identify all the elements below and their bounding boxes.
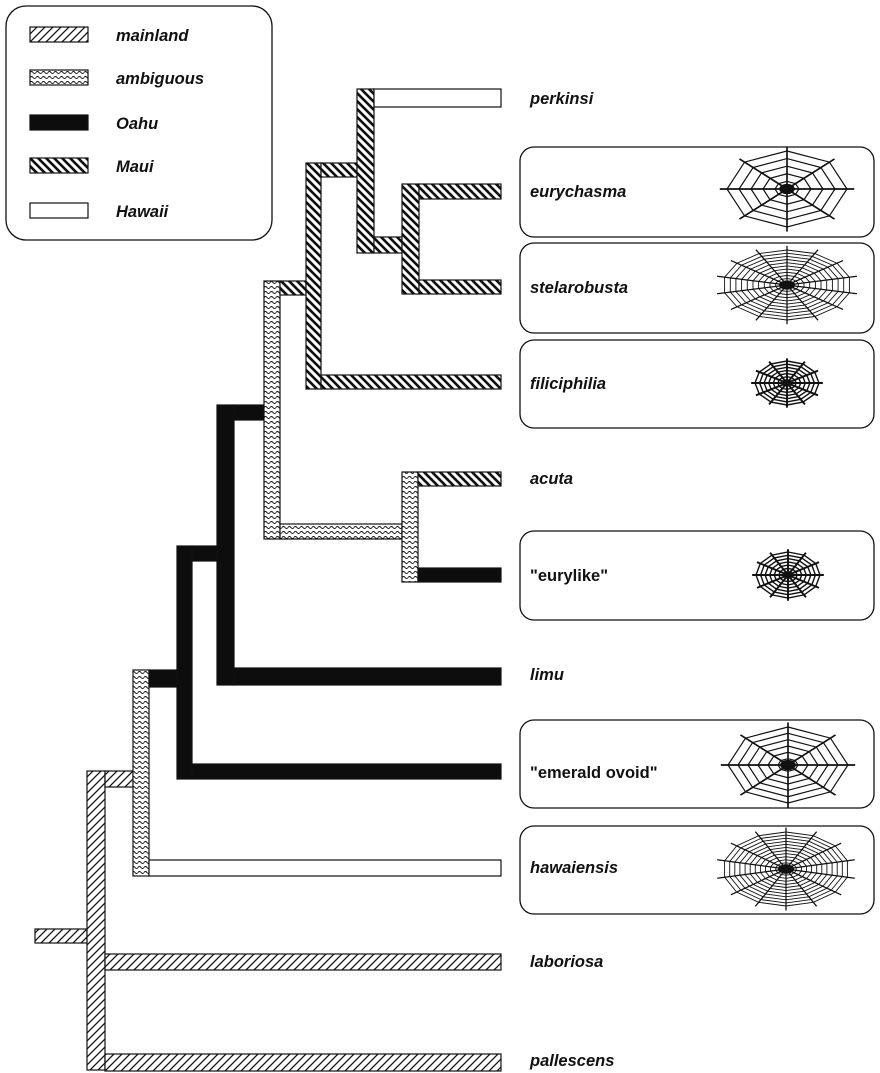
legend-swatch-mainland (29, 26, 89, 43)
legend-swatch-maui (29, 157, 89, 174)
branch-laboriosa (104, 953, 502, 971)
branch-eurylike (417, 567, 502, 583)
stem-maui-1 (305, 162, 322, 390)
taxon-label-limu: limu (530, 666, 564, 684)
web-eurylike-drawing (752, 549, 824, 601)
legend-box (5, 5, 273, 241)
stem-oahu-2 (216, 404, 235, 686)
taxon-label-eurylike: "eurylike" (530, 567, 608, 585)
legend-swatch-ambiguous (29, 69, 89, 86)
link-maui-3 (373, 236, 403, 254)
link-oahu-2 (191, 545, 218, 562)
taxon-labels: perkinsi eurychasma stelarobusta filicip… (529, 90, 658, 1070)
taxon-label-laboriosa: laboriosa (530, 953, 603, 971)
branch-filiciphilia (320, 374, 502, 390)
legend-item-oahu: Oahu (29, 114, 158, 133)
branch-ambiguous-to-acuta-clade (279, 523, 403, 540)
link-mainland-to-ambiguous (104, 770, 134, 788)
taxon-boxes (519, 146, 875, 915)
tree-branches (34, 88, 502, 1072)
web-hawaiensis-drawing (717, 827, 855, 911)
web-filiciphilia-drawing (751, 358, 823, 408)
taxon-label-hawaiensis: hawaiensis (530, 859, 618, 877)
taxon-label-stelarobusta: stelarobusta (530, 279, 628, 297)
branch-emerald-ovoid (191, 763, 502, 780)
link-ambiguous-to-oahu (148, 669, 178, 688)
taxon-label-pallescens: pallescens (529, 1052, 614, 1070)
stem-ambiguous-lower (132, 669, 150, 877)
web-emerald-ovoid-drawing (720, 722, 856, 808)
taxon-label-eurychasma: eurychasma (530, 183, 626, 201)
stem-maui-2 (356, 88, 375, 254)
taxon-label-acuta: acuta (530, 470, 573, 488)
branch-pallescens (104, 1053, 502, 1072)
branch-eurychasma (418, 183, 502, 200)
legend-swatch-hawaii (29, 202, 89, 219)
legend-label-mainland: mainland (116, 27, 189, 45)
link-ambiguous-to-maui (279, 280, 307, 296)
branch-hawaiensis (148, 859, 502, 877)
legend-swatch-oahu (29, 114, 89, 131)
taxon-label-emerald-ovoid: "emerald ovoid" (530, 764, 658, 782)
legend-label-maui: Maui (116, 158, 154, 176)
taxon-label-perkinsi: perkinsi (529, 90, 594, 108)
stem-maui-3 (401, 183, 420, 295)
link-oahu-to-ambiguous (233, 404, 265, 421)
web-eurychasma-drawing (719, 146, 855, 232)
legend-item-maui: Maui (29, 157, 154, 176)
taxon-label-filiciphilia: filiciphilia (530, 375, 606, 393)
stem-ambiguous-upper (263, 280, 281, 540)
legend-item-mainland: mainland (29, 26, 189, 45)
taxon-box-stelarobusta (519, 242, 875, 334)
legend-item-hawaii: Hawaii (29, 202, 169, 221)
taxon-box-hawaiensis (519, 825, 875, 915)
link-maui-2 (320, 162, 358, 178)
stem-oahu-1 (176, 545, 193, 780)
stem-acuta-clade (401, 471, 419, 583)
taxon-box-eurychasma (519, 146, 875, 238)
legend-label-hawaii: Hawaii (116, 203, 169, 221)
taxon-box-eurylike (519, 530, 875, 621)
web-drawings (717, 146, 857, 911)
branch-stelarobusta (418, 279, 502, 295)
legend-item-ambiguous: ambiguous (29, 69, 204, 88)
branch-acuta (417, 471, 502, 487)
root-stub (34, 928, 88, 944)
stem-mainland-vertical (86, 770, 106, 1071)
legend-label-oahu: Oahu (116, 115, 158, 133)
branch-limu (233, 667, 502, 686)
web-stelarobusta-drawing (717, 245, 857, 325)
branch-perkinsi (373, 88, 502, 108)
taxon-box-filiciphilia (519, 339, 875, 429)
taxon-box-emerald-ovoid (519, 719, 875, 809)
legend-label-ambiguous: ambiguous (116, 70, 204, 88)
